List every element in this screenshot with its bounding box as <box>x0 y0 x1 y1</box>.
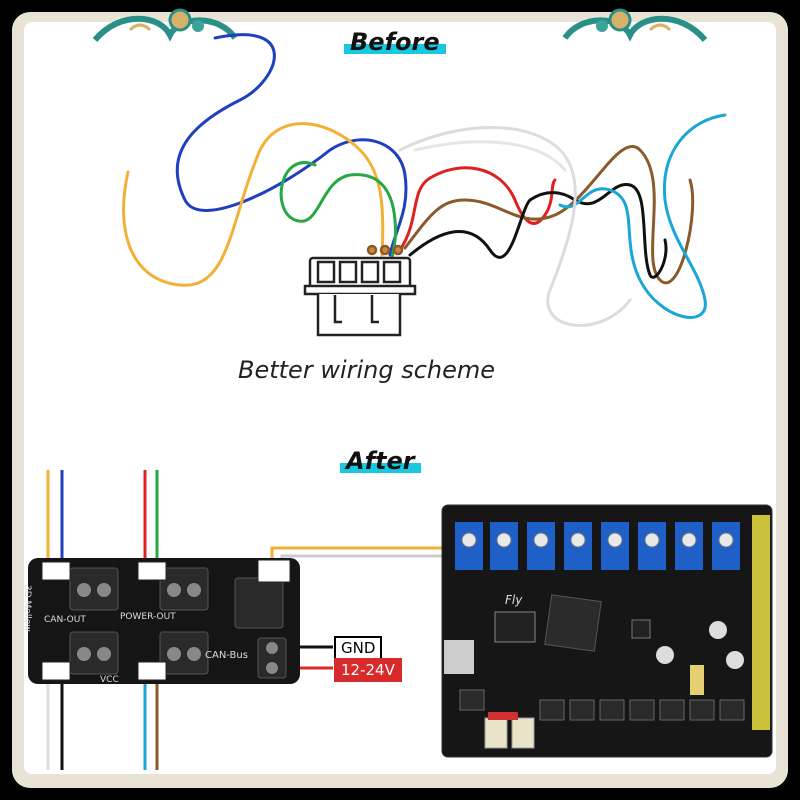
wire-green <box>279 161 398 260</box>
board-brand-label: Fly <box>505 593 523 607</box>
power-voltage-label: 12-24V <box>334 658 402 682</box>
wiring-caption: Better wiring scheme <box>238 356 496 384</box>
after-heading: After <box>340 447 421 475</box>
power-terminal-strip <box>752 515 770 730</box>
board-name: CAN-Bus <box>205 650 248 661</box>
ornament-cloud-icon <box>92 8 238 43</box>
wire-white <box>398 126 632 327</box>
power-out-label: POWER-OUT <box>120 612 176 622</box>
can-bus-board <box>28 558 300 684</box>
wire-white <box>280 554 455 575</box>
vcc-label: VCC <box>100 675 119 685</box>
stepper-driver-icon <box>455 522 740 570</box>
wire-cyan <box>558 113 727 319</box>
controller-mainboard <box>441 504 773 758</box>
wire-red <box>398 166 557 252</box>
before-heading: Before <box>344 28 446 56</box>
wire-blue <box>175 33 408 257</box>
board-title: 3D Mellow <box>22 585 32 632</box>
ornament-cloud-icon <box>562 8 708 43</box>
connector-plug-icon <box>303 244 417 337</box>
wire-yellow <box>122 122 385 287</box>
terminal-block <box>69 567 287 679</box>
wire-brown <box>403 145 695 285</box>
chip-icon <box>544 594 602 652</box>
can-out-label: CAN-OUT <box>44 615 86 625</box>
gnd-label: GND <box>334 636 383 660</box>
wire-white <box>413 140 567 172</box>
